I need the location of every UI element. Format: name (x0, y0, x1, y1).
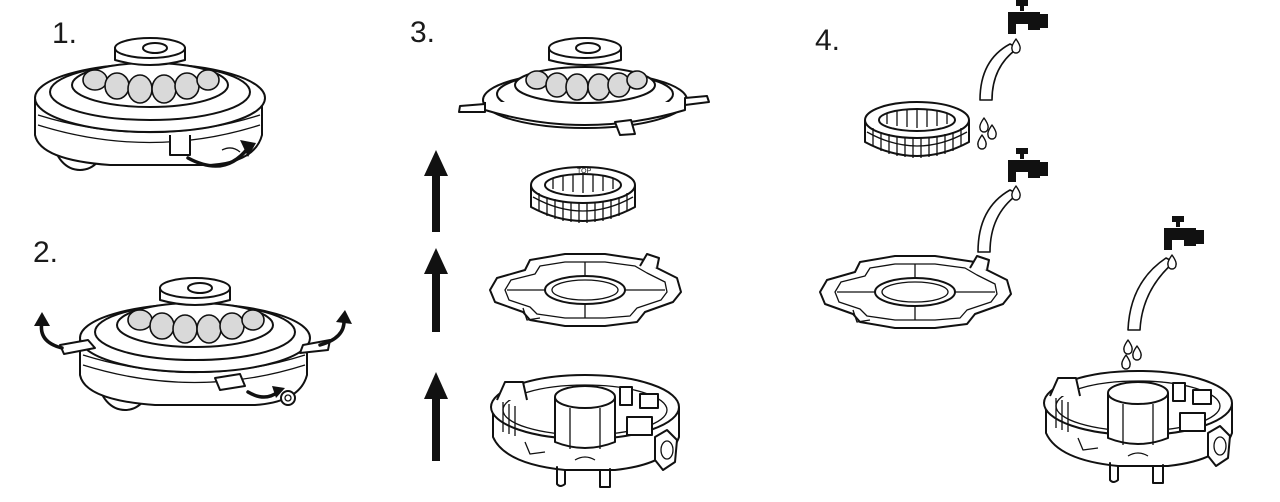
step-3-label: 3. (410, 16, 435, 49)
filter-top-marking: TOP (577, 168, 592, 175)
water-stream (979, 43, 1019, 101)
filter-tray-icon (819, 255, 1012, 329)
step-1: 1. (34, 17, 266, 171)
up-arrow-icon (424, 372, 448, 461)
curved-arrow-icon (34, 312, 64, 350)
water-stream (1127, 257, 1175, 331)
curved-arrow-icon (246, 386, 296, 406)
water-stream (977, 189, 1019, 253)
filter-cartridge-icon (864, 101, 970, 159)
water-faucet-icon (1008, 148, 1048, 182)
filter-tray-icon (489, 253, 682, 327)
filter-cartridge-icon: TOP (530, 166, 636, 224)
step-2-label: 2. (33, 236, 58, 269)
up-arrow-icon (424, 248, 448, 332)
curved-arrow-icon (186, 140, 256, 168)
top-cover (458, 37, 710, 136)
step-4: 4. (815, 0, 1233, 484)
curved-arrow-icon (318, 310, 352, 347)
water-faucet-icon (1164, 216, 1204, 250)
robot-cleaner-icon (34, 37, 266, 171)
step-2: 2. (33, 236, 352, 411)
step-1-label: 1. (52, 17, 77, 50)
up-arrow-icon (424, 150, 448, 232)
step-3: 3. TOP (410, 16, 710, 488)
water-faucet-icon (1008, 0, 1048, 34)
base-housing-icon (490, 374, 680, 488)
base-housing-icon (1043, 370, 1233, 484)
step-4-label: 4. (815, 24, 840, 57)
